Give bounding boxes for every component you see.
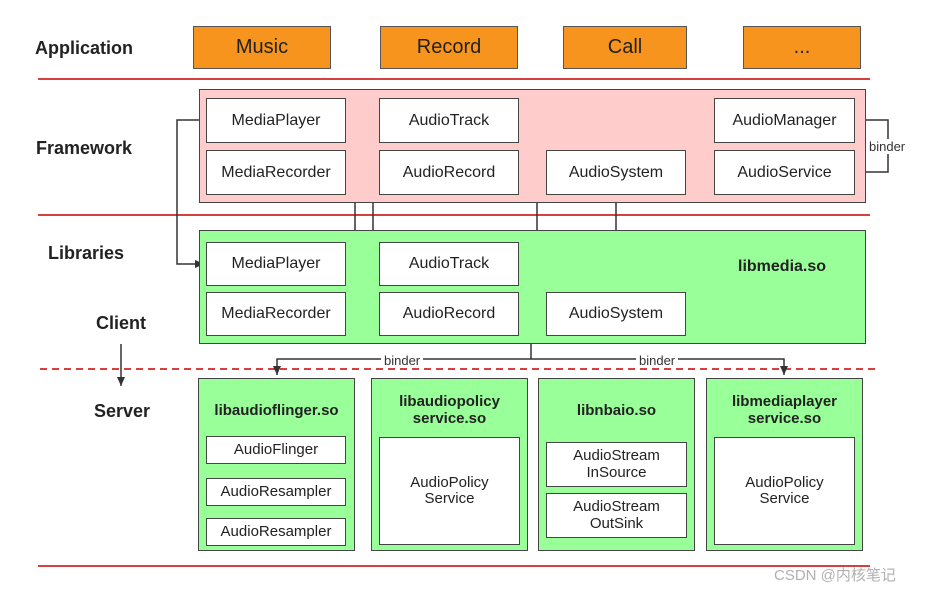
framework-audioservice: AudioService (714, 150, 855, 195)
binder-label-framework: binder (866, 139, 909, 154)
binder-right-arrow (531, 358, 788, 375)
server-nbaio-title: libnbaio.so (576, 402, 657, 419)
watermark: CSDN @内核笔记 (774, 567, 896, 584)
app-box-call: Call (563, 26, 687, 69)
server-mediaplayer-policy-service: AudioPolicy Service (714, 437, 855, 545)
server-audioresampler-item: AudioResampler (206, 478, 346, 506)
layer-label-client: Client (96, 313, 147, 333)
server-audioflinger-title: libaudioflinger.so (214, 402, 339, 419)
server-audiostream-insource: AudioStream InSource (546, 442, 687, 487)
lib-audiosystem: AudioSystem (546, 292, 686, 336)
server-audiopolicy-service: AudioPolicy Service (379, 437, 520, 545)
lib-audiorecord: AudioRecord (379, 292, 519, 336)
binder-label-left: binder (381, 353, 424, 368)
framework-audiotrack: AudioTrack (379, 98, 519, 143)
server-audioflinger-item: AudioFlinger (206, 436, 346, 464)
layer-label-application: Application (35, 38, 133, 58)
server-audioresampler-item: AudioResampler (206, 518, 346, 546)
layer-label-libraries: Libraries (48, 243, 125, 263)
layer-label-server: Server (94, 401, 151, 421)
framework-audiorecord: AudioRecord (379, 150, 519, 195)
arrow-mediaplayer (176, 119, 206, 268)
libmedia-title: libmedia.so (738, 258, 827, 275)
server-mediaplayer-title: libmediaplayer service.so (731, 393, 838, 428)
lib-audiotrack: AudioTrack (379, 242, 519, 286)
server-audiostream-outsink: AudioStream OutSink (546, 493, 687, 538)
binder-label-right: binder (636, 353, 679, 368)
framework-audiosystem: AudioSystem (546, 150, 686, 195)
binder-left-arrow (273, 358, 531, 375)
app-box-music: Music (193, 26, 331, 69)
app-box-record: Record (380, 26, 518, 69)
lib-mediarecorder: MediaRecorder (206, 292, 346, 336)
framework-audiomanager: AudioManager (714, 98, 855, 143)
framework-mediaplayer: MediaPlayer (206, 98, 346, 143)
layer-label-framework: Framework (36, 138, 133, 158)
lib-mediaplayer: MediaPlayer (206, 242, 346, 286)
server-audiopolicy-title: libaudiopolicy service.so (399, 393, 500, 428)
app-box-more: ... (743, 26, 861, 69)
framework-mediarecorder: MediaRecorder (206, 150, 346, 195)
